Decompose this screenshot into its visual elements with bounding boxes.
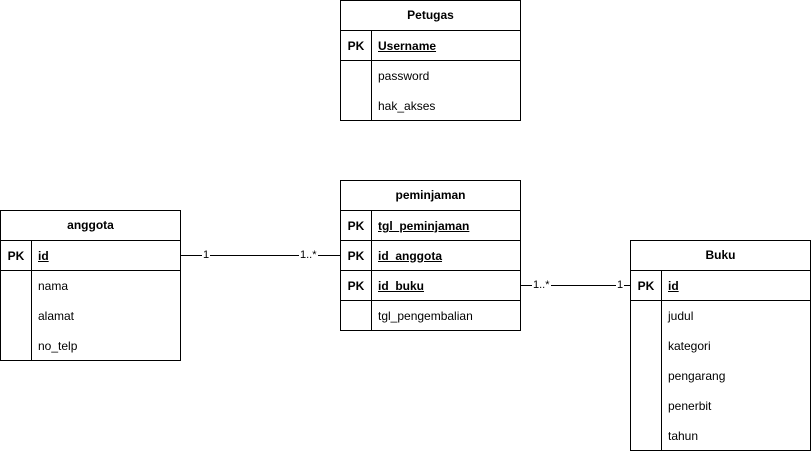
attribute-row: no_telp xyxy=(1,331,180,361)
multiplicity-label: 1..* xyxy=(532,279,551,291)
key-cell-empty xyxy=(1,301,32,331)
pk-attribute: id_anggota xyxy=(378,249,443,263)
multiplicity-label: 1 xyxy=(616,279,625,291)
key-cell-empty xyxy=(341,91,372,121)
pk-row: PK tgl_peminjaman xyxy=(341,211,520,241)
pk-row: PK id_buku xyxy=(341,271,520,301)
key-cell-empty xyxy=(1,331,32,361)
attribute: kategori xyxy=(668,339,711,353)
relationship-line-peminjaman-buku[interactable] xyxy=(521,285,630,286)
pk-label: PK xyxy=(631,271,662,300)
pk-row: PK id xyxy=(631,271,810,301)
pk-label: PK xyxy=(1,241,32,270)
entity-peminjaman[interactable]: peminjaman PK tgl_peminjaman PK id_anggo… xyxy=(340,180,521,331)
entity-title: Petugas xyxy=(341,1,520,31)
key-cell-empty xyxy=(631,331,662,361)
pk-attribute: id xyxy=(38,249,49,263)
attribute-row: hak_akses xyxy=(341,91,520,121)
attribute: hak_akses xyxy=(378,99,436,113)
attribute-row: alamat xyxy=(1,301,180,331)
key-cell-empty xyxy=(341,301,372,331)
attribute: judul xyxy=(668,309,694,323)
key-cell-empty xyxy=(631,301,662,331)
entity-title: peminjaman xyxy=(341,181,520,211)
attribute-row: kategori xyxy=(631,331,810,361)
multiplicity-label: 1 xyxy=(202,249,211,261)
pk-row: PK Username xyxy=(341,31,520,61)
key-cell-empty xyxy=(341,61,372,91)
key-cell-empty xyxy=(631,421,662,451)
attribute-row: tahun xyxy=(631,421,810,451)
attribute-row: password xyxy=(341,61,520,91)
attribute-row: judul xyxy=(631,301,810,331)
multiplicity-label: 1..* xyxy=(299,249,318,261)
attribute: tgl_pengembalian xyxy=(378,309,473,323)
entity-petugas[interactable]: Petugas PK Username password hak_akses xyxy=(340,0,521,121)
pk-label: PK xyxy=(341,241,372,270)
attribute: tahun xyxy=(668,429,699,443)
key-cell-empty xyxy=(631,391,662,421)
entity-anggota[interactable]: anggota PK id nama alamat no_telp xyxy=(0,210,181,361)
attribute-row: pengarang xyxy=(631,361,810,391)
attribute-row: nama xyxy=(1,271,180,301)
pk-attribute: tgl_peminjaman xyxy=(378,219,470,233)
entity-title: anggota xyxy=(1,211,180,241)
pk-label: PK xyxy=(341,31,372,60)
attribute: nama xyxy=(38,279,69,293)
attribute: pengarang xyxy=(668,369,726,383)
entity-buku[interactable]: Buku PK id judul kategori pengarang pene… xyxy=(630,240,811,451)
attribute-row: tgl_pengembalian xyxy=(341,301,520,331)
pk-attribute: id xyxy=(668,279,679,293)
relationship-line-anggota-peminjaman[interactable] xyxy=(181,255,340,256)
attribute-row: penerbit xyxy=(631,391,810,421)
pk-attribute: Username xyxy=(378,39,437,53)
attribute: no_telp xyxy=(38,339,78,353)
key-cell-empty xyxy=(1,271,32,301)
key-cell-empty xyxy=(631,361,662,391)
entity-title: Buku xyxy=(631,241,810,271)
pk-row: PK id_anggota xyxy=(341,241,520,271)
pk-row: PK id xyxy=(1,241,180,271)
attribute: password xyxy=(378,69,430,83)
attribute: alamat xyxy=(38,309,75,323)
pk-label: PK xyxy=(341,271,372,300)
attribute: penerbit xyxy=(668,399,712,413)
pk-label: PK xyxy=(341,211,372,240)
pk-attribute: id_buku xyxy=(378,279,425,293)
